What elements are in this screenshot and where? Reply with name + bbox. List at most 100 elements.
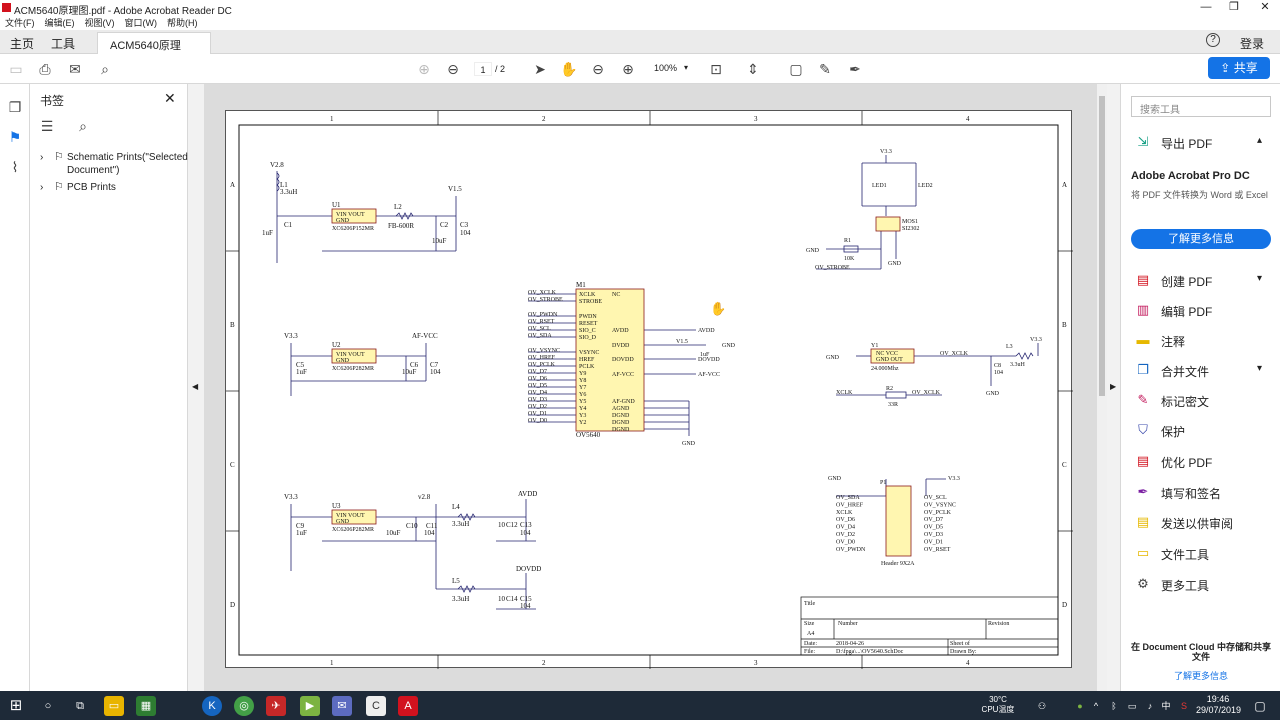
chevron-down-icon[interactable]: ▾	[684, 63, 689, 72]
antivirus-icon[interactable]: S	[1180, 701, 1187, 711]
document-area[interactable]: 1 2 3 4 1 2 3 4 A B C D A B C D	[204, 84, 1097, 691]
tb-revision: Revision	[988, 621, 1009, 627]
tab-home[interactable]: 主页	[10, 37, 35, 51]
window-title: ACM5640原理图.pdf - Adobe Acrobat Reader DC	[14, 6, 232, 17]
tool-protect[interactable]: ⛉ 保护	[1135, 422, 1275, 440]
learn-more-button[interactable]: 了解更多信息	[1131, 229, 1271, 249]
scroll-thumb[interactable]	[1099, 96, 1105, 396]
zoom-level-select[interactable]: 100%	[654, 63, 678, 73]
app-red-icon[interactable]: ✈	[266, 696, 286, 716]
menu-view[interactable]: 视图(V)	[84, 17, 115, 28]
pin-label: AGND	[612, 406, 630, 412]
search-tools-input[interactable]: 搜索工具	[1131, 96, 1271, 117]
menu-window[interactable]: 窗口(W)	[124, 17, 158, 28]
search-icon[interactable]: ⌕	[101, 61, 109, 77]
store-icon[interactable]: ▦	[136, 696, 156, 716]
previous-page-icon[interactable]: ⊕	[418, 61, 430, 77]
chevron-up-icon[interactable]: ▴	[1257, 135, 1263, 146]
browser-icon[interactable]: ◎	[234, 696, 254, 716]
attachment-icon[interactable]: ⌇	[11, 159, 19, 175]
tool-optimize[interactable]: ▤ 优化 PDF	[1135, 453, 1275, 471]
print-icon[interactable]: ⎙	[39, 61, 51, 77]
pin-label: Y4	[579, 406, 586, 412]
tool-file-tools[interactable]: ▭ 文件工具	[1135, 545, 1275, 563]
tool-label: 标记密文	[1161, 395, 1210, 409]
network-icon[interactable]: ▭	[1127, 701, 1137, 711]
zoom-in-icon[interactable]: ⊕	[622, 61, 634, 77]
task-view-icon[interactable]: ⧉	[76, 700, 84, 712]
file-explorer-icon[interactable]: ▭	[104, 696, 124, 716]
comment-icon[interactable]: ▢	[789, 61, 803, 77]
email-icon[interactable]: ✉	[69, 61, 81, 77]
tool-redact[interactable]: ✎ 标记密文	[1135, 392, 1275, 410]
page-thumbnails-icon[interactable]: ❐	[8, 99, 22, 115]
bookmark-search-icon[interactable]: ⌕	[79, 118, 87, 134]
bluetooth-icon[interactable]: ᛒ	[1111, 701, 1117, 711]
tool-send-review[interactable]: ▤ 发送以供审阅	[1135, 514, 1275, 532]
close-panel-icon[interactable]: ✕	[164, 90, 176, 106]
volume-icon[interactable]: ♪	[1147, 701, 1153, 711]
tool-combine[interactable]: ❐ 合并文件 ▾	[1135, 362, 1275, 380]
tool-fill-sign[interactable]: ✒ 填写和签名	[1135, 484, 1275, 502]
share-button[interactable]: ⇪ 共享	[1208, 57, 1270, 79]
media-icon[interactable]: ▶	[300, 696, 320, 716]
col-label: 1	[330, 659, 334, 667]
menu-edit[interactable]: 编辑(E)	[44, 17, 75, 28]
tool-export-pdf[interactable]: ⇲ 导出 PDF ▴	[1135, 134, 1275, 152]
chevron-right-icon[interactable]: ›	[40, 152, 44, 163]
hand-tool-icon[interactable]: ✋	[560, 61, 578, 77]
minimize-button[interactable]: —	[1200, 1, 1212, 13]
tab-document[interactable]: ACM5640原理图.pdf ×	[97, 32, 211, 68]
next-page-icon[interactable]: ⊖	[447, 61, 459, 77]
close-window-button[interactable]: ✕	[1260, 1, 1270, 13]
bookmark-options-icon[interactable]: ☰	[40, 118, 54, 134]
ref-label: R1	[844, 238, 851, 244]
chevron-right-icon[interactable]: ›	[40, 182, 44, 193]
page-number-input[interactable]: 1	[474, 62, 492, 76]
menu-help[interactable]: 帮助(H)	[167, 17, 198, 28]
ime-indicator[interactable]: 中	[1161, 701, 1171, 711]
menu-file[interactable]: 文件(F)	[5, 17, 35, 28]
notifications-icon[interactable]: ▢	[1254, 699, 1266, 713]
fit-page-icon[interactable]: ⊡	[710, 61, 722, 77]
help-icon[interactable]: ?	[1206, 33, 1220, 47]
chevron-down-icon[interactable]: ▾	[1257, 273, 1263, 284]
login-link[interactable]: 登录	[1240, 37, 1265, 51]
save-icon[interactable]: ▭	[9, 61, 23, 77]
acrobat-taskbar-icon[interactable]: A	[398, 696, 418, 716]
bookmark-item-schematic[interactable]: › ⚐ Schematic Prints("Selected Document"…	[40, 151, 190, 177]
tool-more[interactable]: ⚙ 更多工具	[1135, 576, 1275, 594]
tool-comment[interactable]: ▬ 注释	[1135, 332, 1275, 350]
tray-icon[interactable]: ●	[1077, 701, 1083, 711]
right-splitter[interactable]: ▶	[1107, 84, 1120, 691]
zoom-out-icon[interactable]: ⊖	[592, 61, 604, 77]
chevron-up-icon[interactable]: ^	[1093, 701, 1099, 711]
windows-start-icon[interactable]: ⊞	[9, 697, 23, 714]
bookmark-icon[interactable]: ⚑	[8, 129, 22, 145]
app-k-icon[interactable]: K	[202, 696, 222, 716]
maximize-button[interactable]: ❐	[1229, 1, 1239, 13]
document-cloud-link[interactable]: 了解更多信息	[1173, 671, 1228, 681]
app-c-icon[interactable]: C	[366, 696, 386, 716]
tab-tools[interactable]: 工具	[51, 37, 76, 51]
chevron-down-icon[interactable]: ▾	[1257, 363, 1263, 374]
select-cursor-icon[interactable]: ➤	[534, 61, 546, 77]
document-scrollbar[interactable]	[1097, 84, 1107, 691]
people-icon[interactable]: ⚇	[1037, 701, 1047, 711]
tool-create-pdf[interactable]: ▤ 创建 PDF ▾	[1135, 272, 1275, 290]
cpu-temp-widget[interactable]: 30°C CPU温度	[978, 695, 1018, 715]
pin-label: NC	[612, 292, 620, 298]
sign-icon[interactable]: ✒	[849, 61, 861, 77]
system-clock[interactable]: 19:46 29/07/2019	[1196, 694, 1241, 716]
search-icon[interactable]: ○	[44, 700, 52, 712]
hand-cursor-icon: ✋	[710, 301, 727, 316]
mail-icon[interactable]: ✉	[332, 696, 352, 716]
highlight-pen-icon[interactable]: ✎	[819, 61, 831, 77]
left-splitter[interactable]: ◀	[188, 84, 204, 691]
collapse-right-icon[interactable]: ▶	[1110, 382, 1117, 391]
ferrite-l2	[395, 212, 414, 220]
tool-edit-pdf[interactable]: ▥ 编辑 PDF	[1135, 302, 1275, 320]
scroll-mode-icon[interactable]: ⇕	[747, 61, 759, 77]
bookmark-item-pcb[interactable]: › ⚐ PCB Prints	[40, 181, 190, 195]
collapse-left-icon[interactable]: ◀	[192, 382, 199, 391]
